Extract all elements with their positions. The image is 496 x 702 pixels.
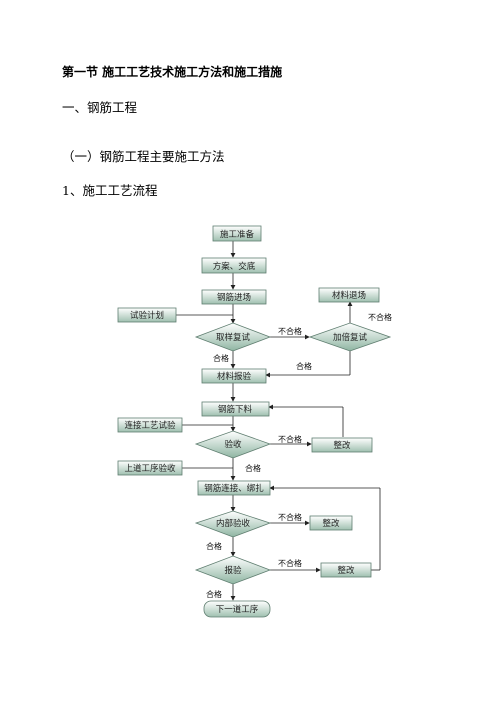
node-fix2-box — [309, 515, 353, 531]
node-check-diamond — [194, 430, 272, 459]
node-steel-in-box — [201, 289, 267, 305]
node-prep-box — [212, 225, 262, 242]
node-return-label: 材料退场 — [332, 290, 366, 301]
node-report-label: 报验 — [224, 565, 242, 576]
node-accept-label: 材料报验 — [217, 371, 252, 382]
node-fix3-label: 整改 — [337, 565, 355, 576]
node-prep-label: 施工准备 — [220, 229, 255, 240]
section-title: 第一节 施工工艺技术施工方法和施工措施 — [62, 65, 283, 79]
node-plan-label: 方案、交底 — [213, 261, 256, 272]
heading-process-flow: 1、施工工艺流程 — [62, 183, 158, 198]
edge-label-fail: 不合格 — [278, 558, 302, 568]
node-test-plan-box — [117, 307, 177, 323]
edge-label-pass: 合格 — [206, 589, 222, 599]
node-prev-label: 上道工序验收 — [124, 463, 176, 474]
node-internal-diamond — [194, 510, 272, 538]
node-sample-label: 取样复试 — [216, 332, 251, 343]
node-sample-diamond — [194, 322, 272, 352]
node-report-diamond — [194, 555, 272, 585]
node-return-box — [318, 287, 380, 303]
edge-label-pass: 合格 — [213, 353, 229, 363]
node-check-label: 验收 — [224, 439, 242, 450]
node-fix3-box — [320, 562, 372, 578]
flowchart-edges — [176, 241, 381, 601]
node-test-plan-label: 试验计划 — [130, 310, 164, 321]
node-steel-in-label: 钢筋进场 — [217, 292, 251, 303]
node-next-box — [203, 600, 271, 618]
edge-label-fail: 不合格 — [278, 326, 302, 336]
edge-label-fail: 不合格 — [368, 312, 392, 322]
node-connect-label: 钢筋连接、绑扎 — [204, 483, 264, 494]
edge-label-fail: 不合格 — [278, 512, 302, 522]
node-plan-box — [201, 257, 267, 274]
node-fix1-label: 整改 — [333, 440, 351, 451]
node-internal-label: 内部验收 — [216, 518, 251, 529]
node-next-label: 下一道工序 — [216, 604, 259, 615]
node-double-diamond — [308, 322, 392, 352]
node-connect-box — [197, 480, 271, 496]
edge-label-fail: 不合格 — [278, 434, 302, 444]
node-prev-box — [117, 460, 183, 476]
edge-label-pass: 合格 — [245, 463, 261, 473]
node-cut-label: 钢筋下料 — [218, 404, 253, 415]
edge-label-pass: 合格 — [206, 541, 222, 551]
node-fix1-box — [311, 437, 373, 453]
node-fix2-label: 整改 — [322, 518, 340, 529]
node-cut-box — [201, 401, 270, 417]
heading-main-methods: （一）钢筋工程主要施工方法 — [62, 149, 225, 164]
node-double-label: 加倍复试 — [333, 332, 368, 343]
edge-label-pass: 合格 — [296, 361, 312, 371]
heading-rebar-works: 一、钢筋工程 — [62, 100, 138, 115]
node-weld-test-box — [117, 417, 183, 433]
node-weld-test-label: 连接工艺试验 — [124, 420, 176, 431]
node-accept-box — [201, 368, 267, 384]
